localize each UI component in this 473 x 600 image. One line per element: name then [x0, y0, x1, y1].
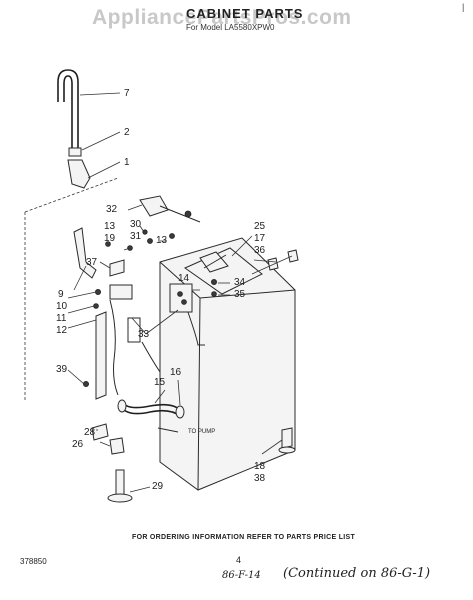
leveling-leg-26 — [91, 423, 109, 441]
pipe-9 — [73, 227, 97, 279]
callout-14: 14 — [178, 273, 190, 284]
callout-16: 16 — [170, 367, 182, 378]
callout-1: 1 — [124, 157, 130, 168]
callout-15: 15 — [154, 377, 166, 388]
screw-30 — [142, 229, 148, 235]
water-valve-bracket — [139, 195, 169, 217]
wire-harness — [109, 299, 119, 396]
model-subtitle: For Model LA5580XPW0 — [186, 23, 275, 32]
callout-18: 18 — [254, 461, 266, 472]
handwritten-date: 86-F-14 — [222, 570, 261, 581]
callout-36: 36 — [254, 245, 266, 256]
document-number: 378850 — [20, 557, 47, 566]
pump-label: TO PUMP — [188, 429, 216, 435]
screw-11 — [93, 303, 99, 309]
callout-38: 38 — [254, 473, 266, 484]
control-bracket — [109, 284, 133, 300]
callout-7: 7 — [124, 88, 130, 99]
callout-30: 30 — [130, 219, 142, 230]
callout-34: 34 — [234, 277, 246, 288]
rear-panel — [95, 311, 107, 400]
callout-35: 35 — [234, 289, 246, 300]
leg-foot-29 — [107, 493, 133, 503]
leveling-leg-29 — [115, 469, 125, 497]
diagram-title: CABINET PARTS — [186, 6, 304, 21]
callout-26: 26 — [72, 439, 84, 450]
assembly-boundary — [24, 177, 119, 213]
callout-12: 12 — [56, 325, 68, 336]
screw-13a — [147, 238, 153, 244]
clip-17 — [267, 257, 279, 271]
callout-25: 25 — [254, 221, 266, 232]
screw-19 — [105, 241, 111, 247]
callout-28: 28 — [84, 427, 96, 438]
callout-17: 17 — [254, 233, 266, 244]
screw-10 — [95, 288, 102, 295]
callout-31: 31 — [130, 231, 142, 242]
hose-clamp-left — [117, 399, 127, 413]
callout-13-left: 13 — [104, 221, 116, 232]
watermark: AppliancePartsPros.com — [92, 6, 352, 29]
screw-13b — [169, 233, 175, 239]
drain-hose — [57, 69, 79, 150]
pump-hose — [123, 403, 181, 411]
callout-32: 32 — [106, 204, 118, 215]
callout-37: 37 — [86, 257, 98, 268]
fastener-34 — [210, 278, 217, 285]
callout-39: 39 — [56, 364, 68, 375]
callout-9: 9 — [58, 289, 64, 300]
hose-elbow — [67, 159, 91, 189]
clip-36 — [287, 249, 299, 263]
ordering-info: FOR ORDERING INFORMATION REFER TO PARTS … — [132, 534, 356, 541]
cabinet-front-edge — [197, 297, 201, 491]
terminal-block — [169, 283, 193, 313]
leveling-leg-18 — [281, 427, 293, 449]
callout-29: 29 — [152, 481, 164, 492]
bracket-37 — [109, 259, 125, 277]
page-number: 4 — [236, 555, 242, 565]
hose-clamp-right — [175, 405, 185, 419]
callout-33: 33 — [138, 329, 150, 340]
fastener-35 — [211, 291, 217, 297]
callout-19: 19 — [104, 233, 116, 244]
callout-2: 2 — [124, 127, 130, 138]
hose-clamp — [68, 147, 82, 157]
callout-11: 11 — [56, 313, 67, 324]
callout-13-upper: 13 — [156, 235, 168, 246]
corner-mark: | — [462, 2, 465, 12]
drain-hose-inner — [63, 75, 73, 150]
leveling-leg-28 — [109, 437, 125, 455]
handwritten-note: (Continued on 86-G-1) — [283, 566, 431, 581]
callout-10: 10 — [56, 301, 68, 312]
screw-39 — [83, 380, 90, 387]
